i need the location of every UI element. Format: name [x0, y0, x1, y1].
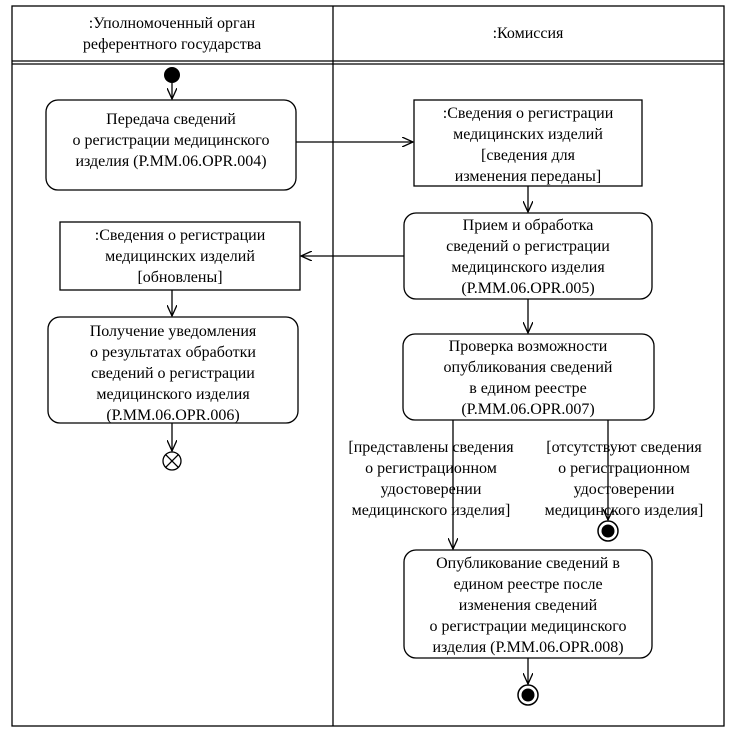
text-line: Прием и обработка	[463, 217, 594, 234]
text-line: Передача сведений	[106, 111, 236, 128]
object-info-updated-shape	[59, 221, 301, 291]
guard-cert-absent: [отсутствуют сведения о регистрационном уд…	[545, 439, 704, 519]
text-line: Получение уведомления	[90, 323, 257, 340]
text-line: [обновлены]	[137, 269, 222, 286]
text-line: медицинского изделия	[451, 259, 605, 276]
text-line: удостоверении	[574, 481, 675, 498]
text-line: [сведения для	[481, 147, 576, 164]
activity-final-node-1	[597, 520, 619, 542]
text-line: медицинских изделий	[453, 126, 603, 143]
action-check-publish-shape	[402, 333, 655, 421]
text-line: сведений о регистрации	[446, 238, 610, 255]
text-line: изменения переданы]	[455, 168, 601, 185]
text-line: Проверка возможности	[449, 338, 608, 355]
text-line: [представлены сведения	[348, 439, 514, 456]
text-line: о регистрационном	[558, 460, 690, 477]
text-line: изделия (P.MM.06.OPR.008)	[432, 639, 623, 656]
activity-final-node-2	[517, 684, 539, 706]
action-transfer-info: Передача сведений о регистрации медицинск…	[73, 111, 270, 170]
text-line: сведений о регистрации	[91, 365, 255, 382]
text-line: о результатах обработки	[90, 344, 256, 361]
action-receive-process: Прием и обработка сведений о регистрации м…	[446, 217, 610, 297]
text-line: (P.MM.06.OPR.007)	[461, 401, 594, 418]
text-line: о регистрационном	[365, 460, 497, 477]
text-line: Опубликование сведений в	[436, 555, 620, 572]
text-line: медицинского изделия]	[352, 502, 511, 519]
text-line: медицинского изделия	[96, 386, 250, 403]
action-check-publish: Проверка возможности опубликования сведен…	[444, 338, 613, 418]
action-get-notification-shape	[47, 316, 299, 424]
text-line: едином реестре после	[453, 576, 602, 593]
action-publish: Опубликование сведений в едином реестре п…	[430, 555, 627, 656]
text-line: о регистрации медицинского	[73, 132, 270, 149]
text-line: в едином реестре	[469, 380, 587, 397]
text-line: :Сведения о регистрации	[443, 105, 614, 122]
text-line: изменения сведений	[459, 597, 598, 614]
object-info-changed-shape	[413, 99, 643, 187]
swimlane-frame	[11, 5, 725, 727]
text-line: медицинских изделий	[105, 248, 255, 265]
text-line: удостоверении	[381, 481, 482, 498]
text-line: медицинского изделия]	[545, 502, 704, 519]
text-line: референтного государства	[83, 36, 261, 53]
text-line: :Уполномоченный орган	[89, 15, 256, 32]
object-info-updated: :Сведения о регистрации медицинских издел…	[95, 227, 266, 286]
text-line: [отсутствуют сведения	[546, 439, 702, 456]
flow-final-node	[162, 451, 182, 471]
guard-cert-present: [представлены сведения о регистрационном у…	[348, 439, 514, 519]
lane-authorized-body-header: :Уполномоченный орган референтного госуда…	[83, 15, 261, 53]
lane-commission-header: :Комиссия	[493, 25, 564, 42]
text-line: (P.MM.06.OPR.005)	[461, 280, 594, 297]
text-line: о регистрации медицинского	[430, 618, 627, 635]
object-info-changed: :Сведения о регистрации медицинских издел…	[443, 105, 614, 185]
text-line: (P.MM.06.OPR.006)	[106, 407, 239, 424]
text-line: изделия (P.MM.06.OPR.004)	[75, 153, 266, 170]
initial-node	[164, 67, 180, 83]
text-line: :Сведения о регистрации	[95, 227, 266, 244]
action-get-notification: Получение уведомления о результатах обраб…	[90, 323, 257, 424]
action-transfer-info-shape	[45, 99, 297, 191]
text-line: :Комиссия	[493, 25, 564, 42]
text-line: опубликования сведений	[444, 359, 613, 376]
